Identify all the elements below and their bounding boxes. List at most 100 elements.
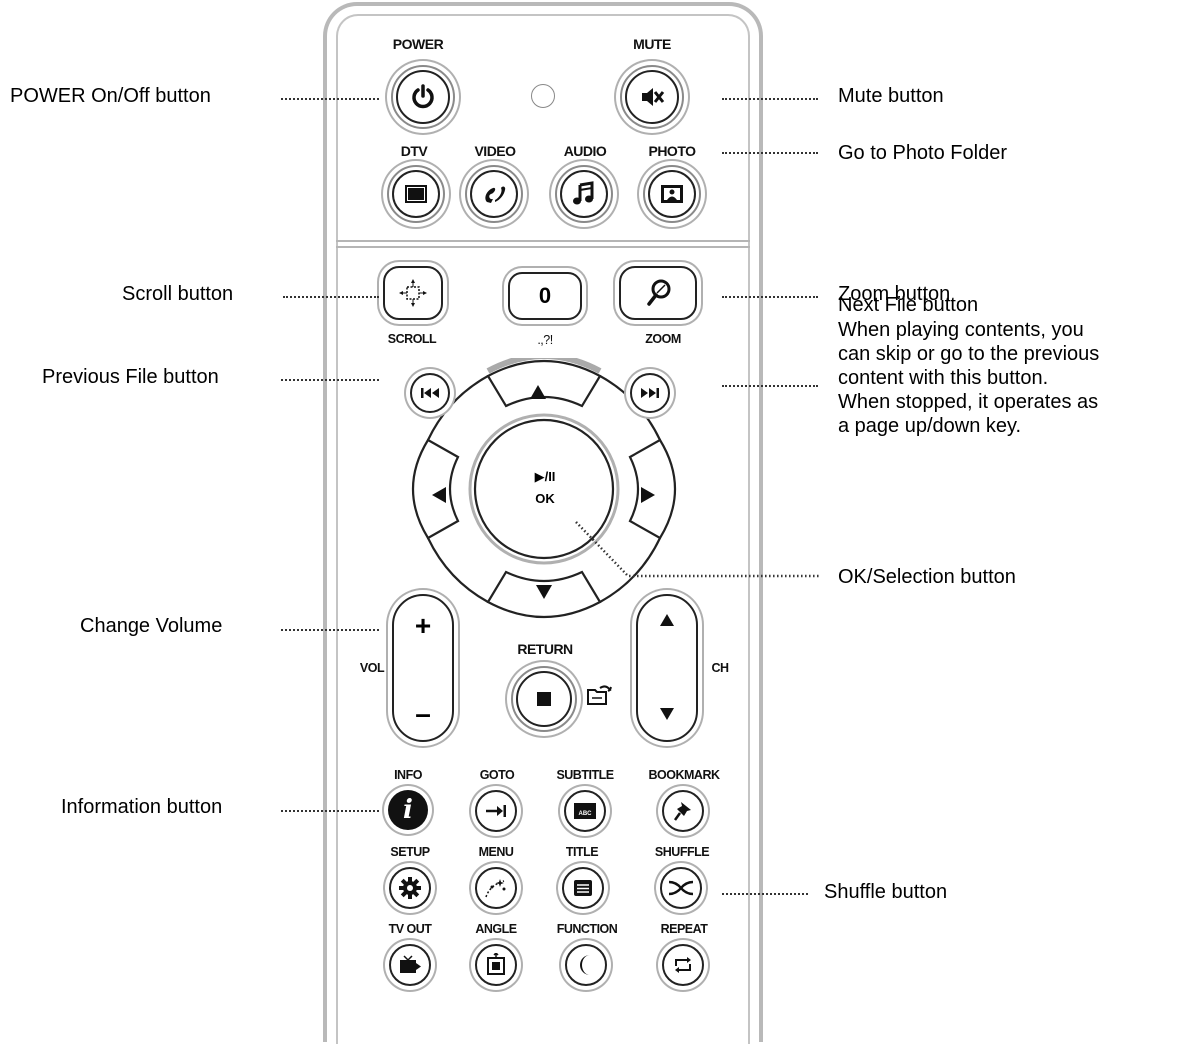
- vol-label: VOL: [359, 661, 385, 675]
- callout-power: POWER On/Off button: [10, 85, 211, 107]
- goto-label: GOTO: [479, 768, 515, 782]
- divider: [336, 246, 750, 248]
- info-icon: i: [403, 795, 413, 825]
- next-file-description: When playing contents, you can skip or g…: [838, 318, 1174, 438]
- moon-icon: [565, 944, 607, 986]
- dtv-label: DTV: [400, 143, 428, 159]
- callout-zoom: Zoom button: [838, 283, 951, 305]
- volume-down-button[interactable]: –: [415, 698, 431, 729]
- callout-info: Information button: [61, 796, 223, 818]
- gear-icon: [389, 867, 431, 909]
- zero-button[interactable]: 0: [508, 272, 582, 320]
- leader-line: [722, 296, 818, 298]
- callout-photo: Go to Photo Folder: [838, 142, 1007, 164]
- dtv-button[interactable]: [387, 165, 445, 223]
- remote-inner-outline: [336, 14, 750, 1044]
- angle-icon: [475, 944, 517, 986]
- function-label: FUNCTION: [556, 922, 618, 936]
- zero-sub-label: .,?!: [537, 333, 553, 347]
- title-button[interactable]: [562, 867, 604, 909]
- callout-scroll: Scroll button: [122, 283, 234, 305]
- shuffle-icon: [660, 867, 702, 909]
- tvout-button[interactable]: [389, 944, 431, 986]
- leader-line: [281, 629, 379, 631]
- ch-label: CH: [711, 661, 729, 675]
- goto-button[interactable]: [475, 790, 517, 832]
- remote-outline: [323, 2, 763, 1042]
- leader-line: [281, 810, 379, 812]
- volume-rocker[interactable]: + –: [392, 594, 454, 742]
- scroll-button[interactable]: [383, 266, 443, 320]
- video-label: VIDEO: [474, 143, 516, 159]
- right-arrow-icon[interactable]: [641, 487, 655, 503]
- leader-line: [283, 296, 379, 298]
- mute-icon: [625, 70, 679, 124]
- return-label: RETURN: [517, 641, 573, 657]
- previous-file-button[interactable]: [410, 373, 450, 413]
- shuffle-label: SHUFFLE: [654, 845, 710, 859]
- subtitle-label: SUBTITLE: [556, 768, 614, 782]
- ok-leader-line: [575, 521, 820, 578]
- power-icon: [396, 70, 450, 124]
- play-pause-label: ▶/II: [534, 469, 556, 484]
- ok-button[interactable]: ▶/II OK: [500, 466, 590, 526]
- leader-line: [722, 893, 808, 895]
- mute-label: MUTE: [633, 36, 671, 52]
- function-button[interactable]: [565, 944, 607, 986]
- title-label: TITLE: [565, 845, 599, 859]
- down-arrow-icon[interactable]: [536, 585, 552, 599]
- description-line: content with this button.: [838, 367, 1049, 389]
- info-label: INFO: [394, 768, 422, 782]
- mute-button[interactable]: [620, 65, 684, 129]
- setup-button[interactable]: [389, 867, 431, 909]
- divider: [336, 240, 750, 242]
- tv-out-icon: [389, 944, 431, 986]
- subtitle-button[interactable]: ABC: [564, 790, 606, 832]
- video-icon: [470, 170, 518, 218]
- scroll-icon: [399, 279, 427, 307]
- navigation-pad: [412, 358, 676, 619]
- photo-button[interactable]: [643, 165, 701, 223]
- goto-arrow-icon: [475, 790, 517, 832]
- description-line: When playing contents, you: [838, 319, 1084, 341]
- info-button[interactable]: i: [388, 790, 428, 830]
- leader-line: [281, 98, 379, 100]
- pin-icon: [662, 790, 704, 832]
- callout-shuffle: Shuffle button: [824, 881, 948, 903]
- leader-line: [722, 98, 818, 100]
- callout-mute: Mute button: [838, 85, 944, 107]
- power-button[interactable]: [391, 65, 455, 129]
- sparkle-menu-icon: [475, 867, 517, 909]
- channel-up-icon[interactable]: [660, 614, 674, 626]
- callout-prev: Previous File button: [42, 366, 219, 388]
- repeat-button[interactable]: [662, 944, 704, 986]
- up-arrow-icon[interactable]: [530, 385, 546, 399]
- repeat-label: REPEAT: [660, 922, 708, 936]
- leader-line: [722, 385, 818, 387]
- channel-down-icon[interactable]: [660, 708, 674, 720]
- power-label: POWER: [392, 36, 444, 52]
- next-file-button[interactable]: [630, 373, 670, 413]
- skip-forward-icon: [630, 373, 670, 413]
- audio-label: AUDIO: [563, 143, 607, 159]
- stop-return-button[interactable]: [511, 666, 577, 732]
- channel-rocker[interactable]: [636, 594, 698, 742]
- shuffle-button[interactable]: [660, 867, 702, 909]
- bookmark-button[interactable]: [662, 790, 704, 832]
- leader-line: [722, 152, 818, 154]
- zoom-button[interactable]: [619, 266, 697, 320]
- skip-back-icon: [410, 373, 450, 413]
- setup-label: SETUP: [390, 845, 430, 859]
- video-button[interactable]: [465, 165, 523, 223]
- callout-volume: Change Volume: [80, 615, 223, 637]
- repeat-icon: [662, 944, 704, 986]
- left-arrow-icon[interactable]: [432, 487, 446, 503]
- angle-label: ANGLE: [475, 922, 517, 936]
- list-icon: [562, 867, 604, 909]
- folder-return-icon: [587, 685, 612, 705]
- angle-button[interactable]: [475, 944, 517, 986]
- volume-up-button[interactable]: +: [414, 610, 432, 641]
- ok-label: OK: [535, 491, 555, 506]
- menu-button[interactable]: [475, 867, 517, 909]
- audio-button[interactable]: [555, 165, 613, 223]
